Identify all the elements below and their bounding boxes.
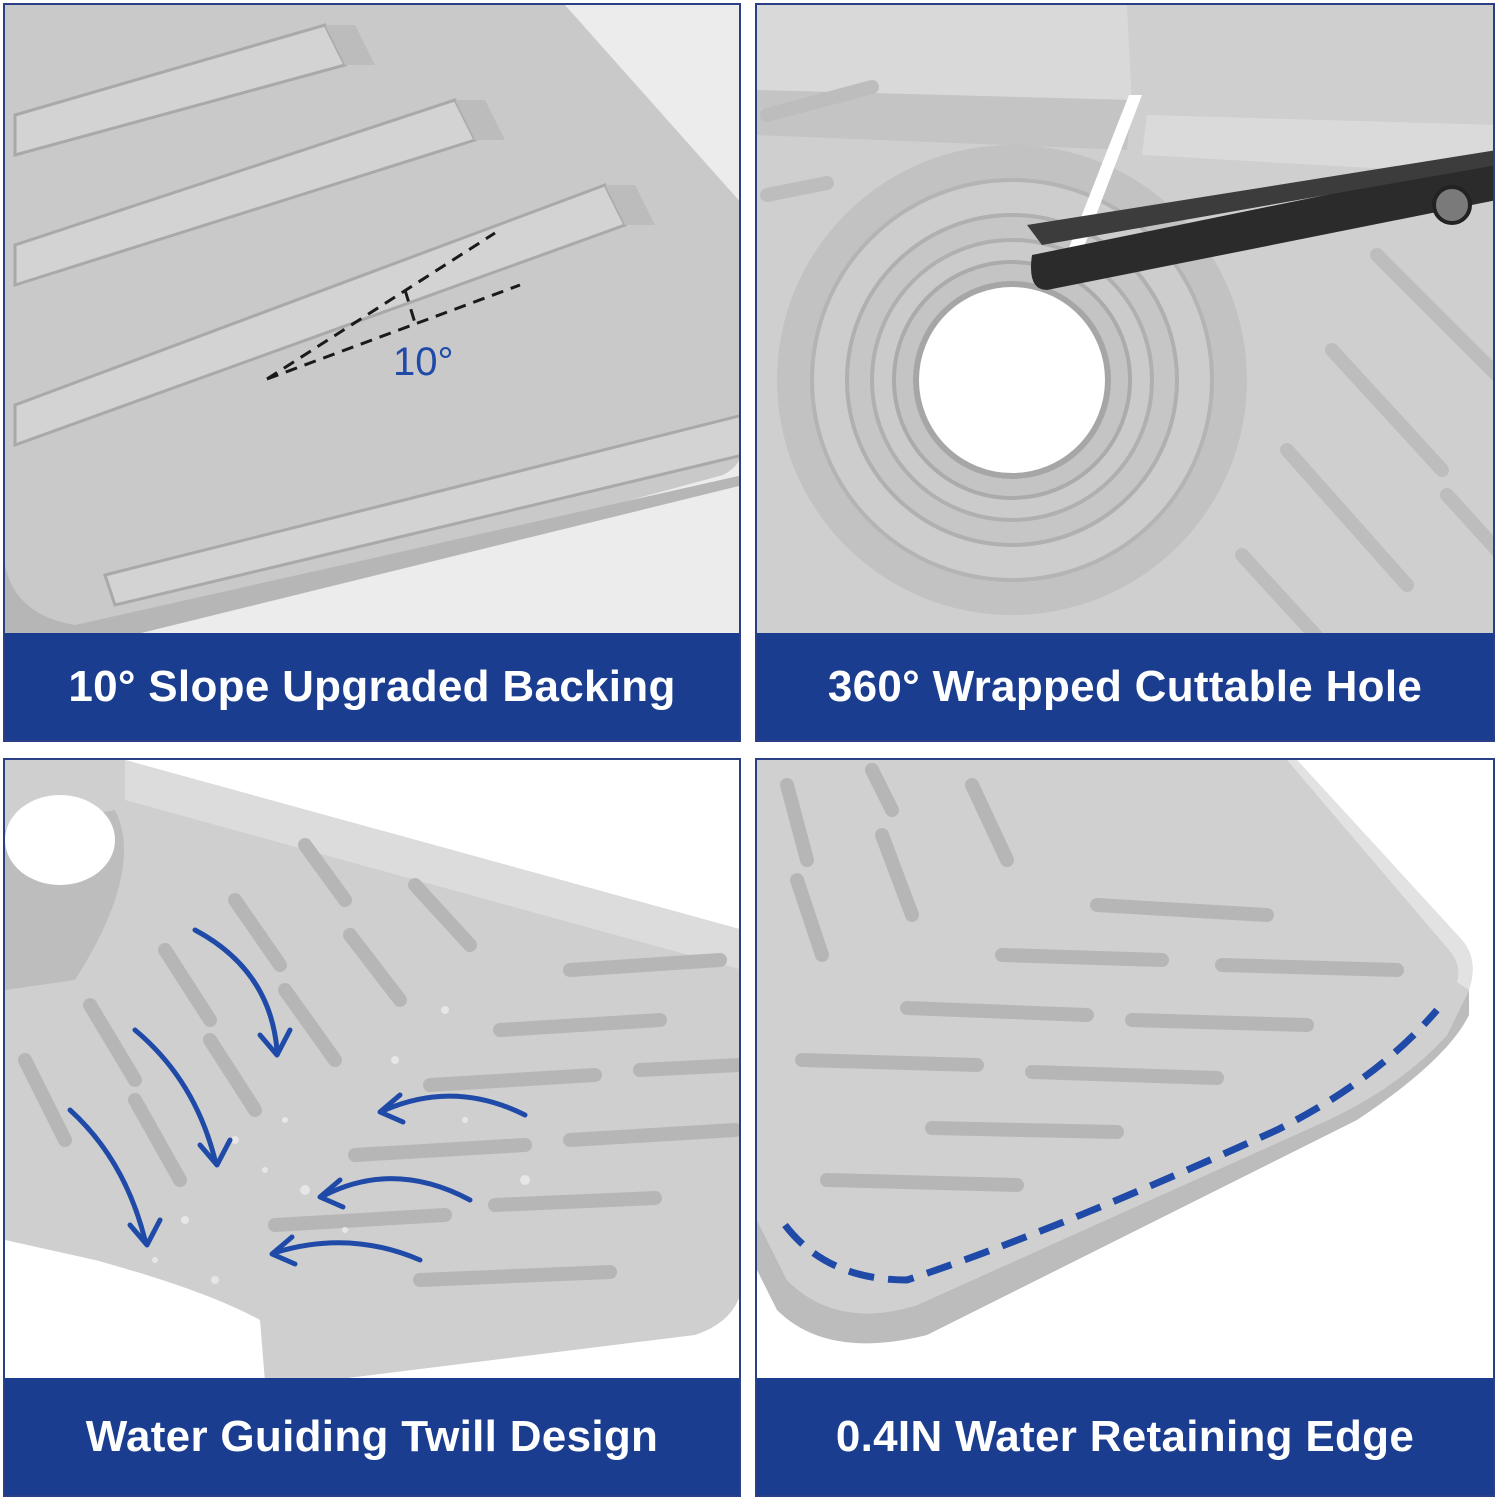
retaining-edge-illustration: [757, 760, 1493, 1382]
panel-slope-backing: 10° 10° Slope Upgraded Backing: [3, 3, 741, 742]
water-flow-arrow-icon: [67, 927, 528, 1267]
panel-cuttable-hole: 360° Wrapped Cuttable Hole: [755, 3, 1495, 742]
twill-design-illustration: [5, 760, 739, 1382]
caption-slope-backing: 10° Slope Upgraded Backing: [5, 633, 739, 740]
panel-twill-design: Water Guiding Twill Design: [3, 758, 741, 1497]
cuttable-hole-illustration: [757, 5, 1493, 637]
caption-retaining-edge: 0.4IN Water Retaining Edge: [757, 1378, 1493, 1495]
caption-twill-design: Water Guiding Twill Design: [5, 1378, 739, 1495]
slope-backing-illustration: [5, 5, 739, 637]
slope-angle-label: 10°: [393, 340, 454, 384]
panel-retaining-edge: 0.4IN Water Retaining Edge: [755, 758, 1495, 1497]
scissors-icon: [1027, 150, 1493, 290]
caption-cuttable-hole: 360° Wrapped Cuttable Hole: [757, 633, 1493, 740]
